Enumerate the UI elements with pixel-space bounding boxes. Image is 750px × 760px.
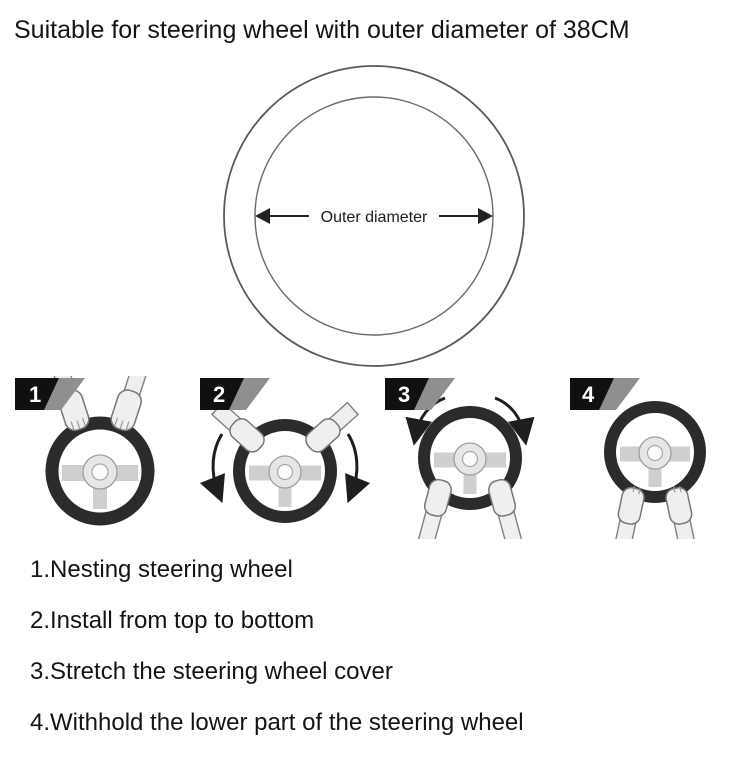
instruction-panel-3: 3 xyxy=(385,376,555,539)
steering-wheel xyxy=(418,406,522,510)
step-number-badge: 1 xyxy=(15,378,85,410)
step-number-badge: 2 xyxy=(200,378,270,410)
step-number: 3 xyxy=(398,382,410,407)
outer-ring xyxy=(223,65,525,367)
step-number: 4 xyxy=(582,382,595,407)
steering-wheel xyxy=(45,416,155,526)
instruction-panel-1: 1 xyxy=(15,376,185,539)
stretch-arrow-left-icon xyxy=(405,396,446,446)
steering-wheel xyxy=(233,419,337,523)
right-hand-icon xyxy=(665,486,699,539)
instruction-step-4: 4.Withhold the lower part of the steerin… xyxy=(30,709,524,736)
instruction-panel-2: 2 xyxy=(200,376,370,539)
left-hand-icon xyxy=(416,478,452,539)
diameter-rings: Outer diameter xyxy=(223,65,525,367)
down-arrow-left-icon xyxy=(200,433,225,504)
steering-wheel-step3-illustration xyxy=(405,396,535,539)
step-number: 1 xyxy=(29,382,41,407)
steering-wheel-step4-illustration xyxy=(604,401,706,539)
step-number-badge: 3 xyxy=(385,378,455,410)
instruction-step-2: 2.Install from top to bottom xyxy=(30,607,315,634)
steering-wheel-step1-illustration xyxy=(45,376,155,526)
stretch-arrow-right-icon xyxy=(494,396,535,446)
step-number-badge: 4 xyxy=(570,378,640,410)
instruction-panels: 1 xyxy=(15,376,740,539)
down-arrow-right-icon xyxy=(345,433,370,504)
right-hand-icon xyxy=(110,376,149,432)
instruction-list: 1.Nesting steering wheel 2.Install from … xyxy=(30,556,730,760)
page-title: Suitable for steering wheel with outer d… xyxy=(14,16,630,44)
steering-wheel xyxy=(604,401,706,503)
instruction-step-1: 1.Nesting steering wheel xyxy=(30,556,293,583)
right-hand-icon xyxy=(488,478,524,539)
right-hand-icon xyxy=(305,401,360,453)
outer-diameter-diagram: Outer diameter xyxy=(216,58,532,374)
left-hand-icon xyxy=(611,486,645,539)
label-backdrop xyxy=(309,203,439,229)
step-number: 2 xyxy=(213,382,225,407)
instruction-panel-4: 4 xyxy=(570,376,740,539)
instruction-step-3: 3.Stretch the steering wheel cover xyxy=(30,658,393,685)
diameter-label: Outer diameter xyxy=(321,209,428,226)
